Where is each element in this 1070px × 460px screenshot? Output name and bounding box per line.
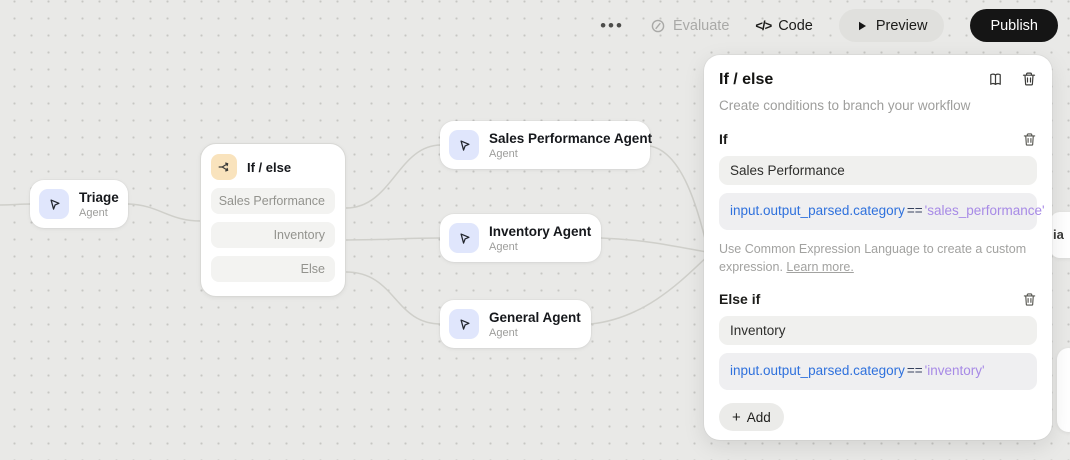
delete-node-icon[interactable] — [1021, 71, 1037, 88]
cel-helper-text: Use Common Expression Language to create… — [719, 241, 1027, 275]
branch-else[interactable]: Else — [211, 256, 335, 282]
duplicate-icon[interactable] — [987, 71, 1004, 88]
agent-cursor-icon — [39, 189, 69, 219]
node-title: Sales Performance Agent — [489, 130, 653, 146]
node-title: Triage — [79, 189, 119, 205]
branch-inventory[interactable]: Inventory — [211, 222, 335, 248]
delete-condition-icon[interactable] — [1022, 292, 1037, 307]
top-toolbar: ••• Evaluate </> Code Preview Publish — [600, 9, 1058, 42]
expression-identifier: input.output_parsed.category — [730, 363, 905, 379]
hidden-node-fragment[interactable]: ia — [1050, 212, 1070, 258]
branch-sales-performance[interactable]: Sales Performance — [211, 188, 335, 214]
code-label: Code — [778, 17, 813, 34]
if-condition-name-input[interactable]: Sales Performance — [719, 156, 1037, 185]
hidden-node-fragment[interactable] — [1057, 348, 1070, 432]
panel-title: If / else — [719, 71, 774, 88]
agent-cursor-icon — [449, 309, 479, 339]
publish-label: Publish — [990, 17, 1038, 34]
panel-subtitle: Create conditions to branch your workflo… — [719, 98, 971, 113]
add-condition-button[interactable]: + Add — [719, 403, 784, 432]
node-subtitle: Agent — [79, 206, 108, 219]
elseif-condition-name-input[interactable]: Inventory — [719, 316, 1037, 346]
node-general-agent[interactable]: General Agent Agent — [440, 300, 591, 348]
if-expression-input[interactable]: input.output_parsed.category=='sales_per… — [719, 193, 1045, 230]
learn-more-link[interactable]: Learn more. — [786, 260, 854, 275]
add-label: Add — [746, 409, 771, 425]
agent-cursor-icon — [449, 223, 479, 253]
preview-label: Preview — [875, 17, 928, 34]
evaluate-label: Evaluate — [672, 17, 730, 34]
evaluate-button[interactable]: Evaluate — [650, 18, 729, 34]
expression-operator: == — [906, 363, 923, 379]
agent-cursor-icon — [449, 130, 479, 160]
plus-icon: + — [732, 408, 741, 426]
elseif-section-label: Else if — [719, 291, 761, 308]
if-section-label: If — [719, 131, 728, 147]
expression-string: 'sales_performance' — [924, 203, 1045, 218]
if-else-inspector-panel: If / else Create conditions to branch yo… — [704, 55, 1052, 440]
node-subtitle: Agent — [489, 326, 518, 339]
node-if-else[interactable]: If / else Sales Performance Inventory El… — [200, 143, 346, 297]
expression-identifier: input.output_parsed.category — [730, 203, 905, 218]
node-triage[interactable]: Triage Agent — [30, 180, 128, 228]
play-icon — [856, 20, 868, 32]
more-options-icon[interactable]: ••• — [600, 16, 624, 35]
node-subtitle: Agent — [489, 147, 518, 160]
elseif-expression-input[interactable]: input.output_parsed.category=='inventory… — [719, 353, 1037, 391]
code-icon: </> — [755, 18, 772, 33]
expression-operator: == — [906, 203, 923, 218]
branch-split-icon — [211, 154, 237, 180]
delete-condition-icon[interactable] — [1022, 132, 1037, 147]
expression-string: 'inventory' — [924, 363, 985, 379]
preview-button[interactable]: Preview — [838, 9, 945, 42]
node-sales-performance-agent[interactable]: Sales Performance Agent Agent — [440, 121, 653, 169]
node-subtitle: Agent — [489, 240, 518, 253]
publish-button[interactable]: Publish — [970, 9, 1058, 42]
node-inventory-agent[interactable]: Inventory Agent Agent — [440, 214, 601, 262]
node-title: If / else — [247, 159, 292, 175]
node-title: Inventory Agent — [489, 223, 592, 239]
node-title: General Agent — [489, 309, 581, 325]
evaluate-icon — [650, 18, 666, 34]
code-button[interactable]: </> Code — [755, 18, 812, 34]
